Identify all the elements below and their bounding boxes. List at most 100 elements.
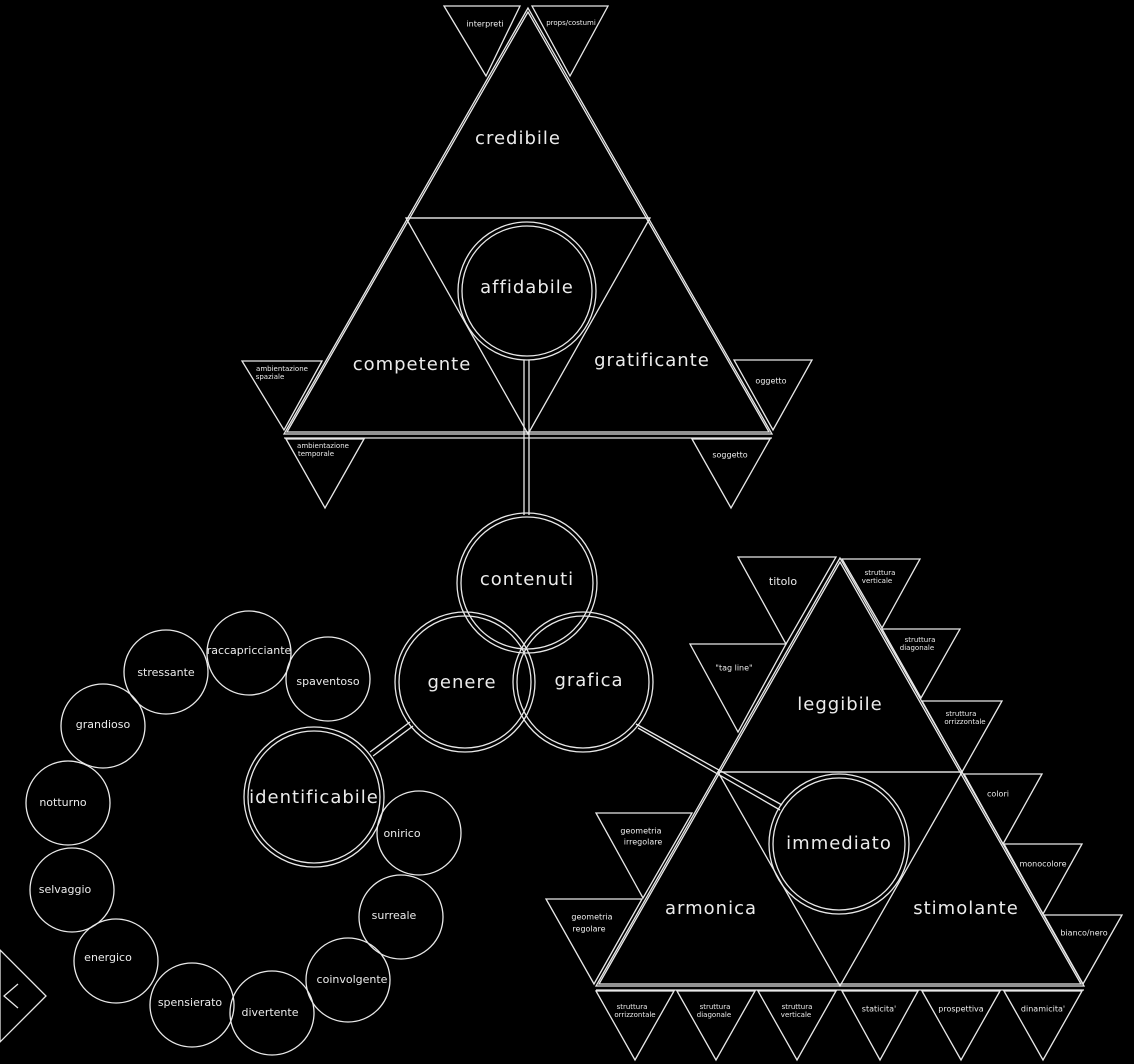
tab-strutt-verticale-top	[840, 558, 922, 630]
tab-interpreti-label: interpreti	[466, 20, 503, 29]
tab-bianco-nero-label: bianco/nero	[1060, 929, 1107, 938]
label-stimolante: stimolante	[913, 898, 1019, 919]
right-triangle: leggibile armonica stimolante immediato …	[544, 556, 1124, 1062]
top-triangle-outline-inner	[285, 10, 771, 433]
tab-oggetto-label: oggetto	[755, 377, 786, 386]
label-onirico: onirico	[383, 827, 420, 840]
tab-bottom-diagonale-label-1: struttura	[700, 1003, 731, 1011]
label-identificabile: identificabile	[249, 787, 379, 808]
label-armonica: armonica	[665, 898, 757, 919]
tab-staticita	[840, 990, 920, 1062]
label-gratificante: gratificante	[594, 350, 710, 371]
circle-genere-inner	[398, 615, 532, 749]
tab-bottom-verticale-label-2: verticale	[781, 1011, 811, 1019]
right-triangle-outline-inner	[597, 560, 1083, 985]
label-contenuti: contenuti	[480, 569, 574, 590]
connector-identificabile	[369, 721, 411, 753]
circle-onirico	[376, 790, 462, 876]
tab-amb-spaziale-label-2: spaziale	[256, 373, 285, 381]
tab-strutt-verticale-top-label-2: verticale	[862, 577, 892, 585]
label-selvaggio: selvaggio	[39, 883, 92, 896]
tab-strutt-diagonale-top-label-1: struttura	[905, 636, 936, 644]
tab-geom-irregolare	[594, 812, 694, 900]
tab-soggetto	[690, 438, 772, 510]
tab-bottom-verticale	[756, 990, 838, 1062]
circle-grafica-inner	[516, 615, 650, 749]
circle-affidabile	[457, 221, 597, 361]
label-divertente: divertente	[242, 1006, 299, 1019]
tab-bottom-diagonale-label-2: diagonale	[697, 1011, 731, 1019]
tab-amb-spaziale	[240, 360, 324, 432]
label-genere: genere	[427, 672, 496, 693]
tab-geom-regolare-label-2: regolare	[572, 925, 605, 934]
tab-dinamicita	[1002, 990, 1084, 1062]
tab-strutt-diagonale-top-label-2: diagonale	[900, 644, 934, 652]
label-coinvolgente: coinvolgente	[317, 973, 388, 986]
label-immediato: immediato	[786, 833, 892, 854]
label-notturno: notturno	[39, 796, 87, 809]
circle-spaventoso	[285, 636, 371, 722]
connector-immediato-2	[637, 727, 781, 811]
tab-amb-spaziale-label-1: ambientazione	[256, 365, 308, 373]
tab-titolo-label: titolo	[769, 575, 797, 588]
tab-strutt-verticale-top-label-1: struttura	[865, 569, 896, 577]
left-ring: identificabile raccapricciante stressant…	[25, 610, 462, 1056]
circle-immediato	[768, 773, 910, 915]
tab-dinamicita-label: dinamicita'	[1021, 1005, 1065, 1014]
tab-bianco-nero	[1042, 914, 1124, 986]
tab-monocolore	[1002, 843, 1084, 916]
circle-surreale	[358, 874, 444, 960]
tab-props-label: props/costumi	[546, 19, 596, 27]
tab-tagline-label: "tag line"	[715, 664, 752, 673]
circle-divertente	[229, 970, 315, 1056]
center-cluster: contenuti genere grafica	[394, 512, 654, 753]
label-credibile: credibile	[475, 128, 561, 149]
tab-bottom-orizzontale	[594, 990, 676, 1062]
circle-raccapricciante	[206, 610, 292, 696]
tab-amb-temporale-label-1: ambientazione	[297, 442, 349, 450]
circle-spensierato	[149, 962, 235, 1048]
circle-identificabile	[243, 726, 385, 868]
circle-energico	[73, 918, 159, 1004]
nav-back-button[interactable]	[0, 949, 47, 1043]
nav-back-diamond[interactable]	[0, 949, 47, 1043]
label-competente: competente	[353, 354, 472, 375]
tab-geom-irregolare-label-1: geometria	[620, 827, 661, 836]
tab-colori-label: colori	[987, 790, 1009, 799]
top-triangle-inner	[404, 217, 652, 436]
tab-strutt-diagonale-top	[880, 628, 962, 700]
chevron-left-icon	[3, 983, 19, 1009]
tab-amb-temporale	[284, 438, 366, 510]
connector-identificabile-2	[372, 725, 414, 757]
tab-tagline	[688, 643, 788, 734]
tab-soggetto-label: soggetto	[712, 451, 747, 460]
circle-grafica	[512, 611, 654, 753]
label-leggibile: leggibile	[797, 694, 882, 715]
circle-stressante	[123, 629, 209, 715]
tab-geom-regolare	[544, 898, 644, 986]
tab-interpreti	[442, 5, 522, 78]
label-grafica: grafica	[554, 670, 623, 691]
circle-identificabile-inner	[247, 730, 381, 864]
connector-immediato	[635, 723, 783, 806]
tab-geom-regolare-label-1: geometria	[571, 913, 612, 922]
label-grandioso: grandioso	[76, 718, 131, 731]
tab-amb-temporale-label-2: temporale	[298, 450, 334, 458]
tab-strutt-orizzontale-top	[920, 700, 1004, 774]
label-affidabile: affidabile	[480, 277, 574, 298]
tab-titolo	[736, 556, 838, 646]
tab-props	[530, 5, 610, 78]
circle-selvaggio	[29, 847, 115, 933]
tab-prospettiva-label: prospettiva	[938, 1005, 983, 1014]
label-stressante: stressante	[137, 666, 195, 679]
top-triangle: credibile competente gratificante affida…	[240, 5, 814, 510]
tab-colori	[962, 773, 1044, 846]
tab-oggetto	[732, 359, 814, 432]
tab-bottom-verticale-label-1: struttura	[782, 1003, 813, 1011]
tab-bottom-orizzontale-label-2: orrizzontale	[614, 1011, 655, 1019]
circle-grandioso	[60, 683, 146, 769]
tab-prospettiva	[920, 990, 1002, 1062]
label-spaventoso: spaventoso	[296, 675, 359, 688]
tab-strutt-orizzontale-top-label-1: struttura	[946, 710, 977, 718]
